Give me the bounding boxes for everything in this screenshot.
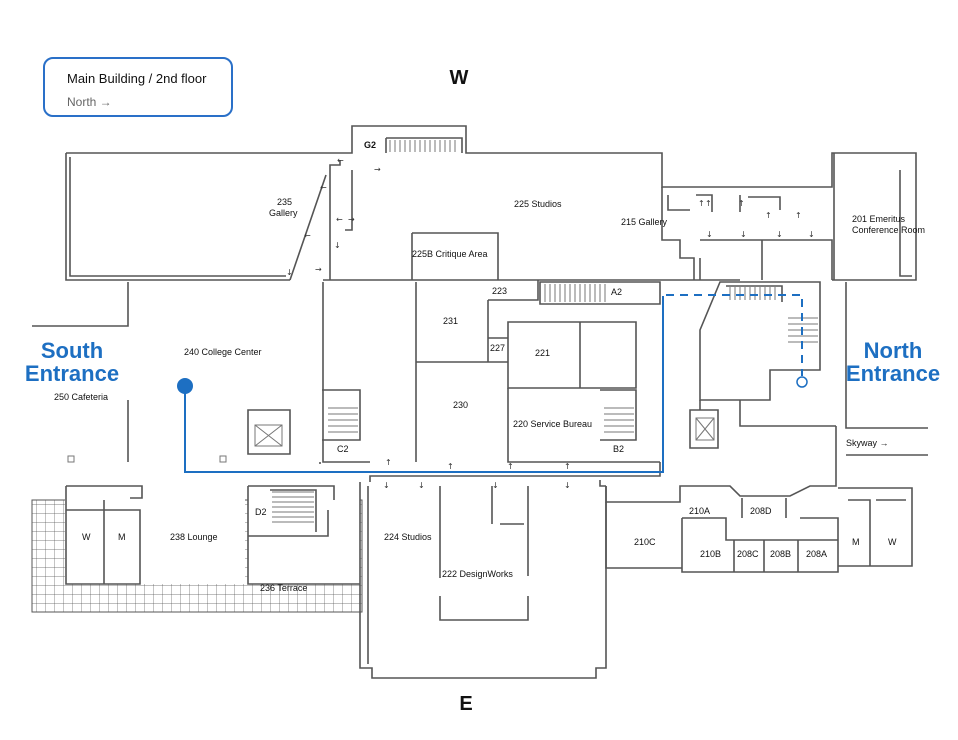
svg-text:↑: ↑	[447, 462, 454, 471]
arrows: ←→← ←→← ↓→↓ ↑↑↑ ↑↓↓ ↓↓ ↓↓↓ ↓↑↑ ↑↑↑	[286, 156, 815, 490]
room-c2: C2	[337, 444, 349, 454]
south-entrance-line2: Entrance	[25, 361, 119, 386]
room-236: 236 Terrace	[260, 583, 307, 593]
room-238: 238 Lounge	[170, 532, 218, 542]
svg-text:↓: ↓	[383, 481, 390, 490]
route-south	[184, 296, 664, 473]
room-201-line1: 201 Emeritus	[852, 214, 906, 224]
room-208b: 208B	[770, 549, 791, 559]
route-north	[666, 294, 803, 376]
room-210a: 210A	[689, 506, 710, 516]
walls	[32, 125, 928, 679]
svg-text:↓: ↓	[492, 481, 499, 490]
skyway-label: Skyway →	[846, 438, 889, 448]
room-225: 225 Studios	[514, 199, 562, 209]
svg-text:←: ←	[304, 231, 311, 240]
room-227: 227	[490, 343, 505, 353]
floor-title: Main Building / 2nd floor	[67, 71, 207, 86]
svg-text:↓: ↓	[776, 230, 783, 239]
room-222: 222 DesignWorks	[442, 569, 513, 579]
svg-text:→: →	[315, 265, 322, 274]
room-labels: G2 235 Gallery 225 Studios 215 Gallery 2…	[54, 140, 925, 593]
restroom-m-south: M	[118, 532, 126, 542]
svg-text:→: →	[374, 165, 381, 174]
room-208a: 208A	[806, 549, 827, 559]
north-entrance-line1: North	[864, 338, 923, 363]
route-start-marker[interactable]	[177, 378, 193, 394]
direction-west: W	[450, 67, 469, 89]
room-220: 220 Service Bureau	[513, 419, 592, 429]
svg-text:←: ←	[336, 215, 343, 224]
svg-text:↓: ↓	[706, 230, 713, 239]
room-235-number: 235	[277, 197, 292, 207]
svg-text:↓: ↓	[418, 481, 425, 490]
svg-text:↓: ↓	[808, 230, 815, 239]
restroom-w-north: W	[888, 537, 897, 547]
room-208d: 208D	[750, 506, 772, 516]
route-end-marker[interactable]	[796, 376, 808, 388]
room-215: 215 Gallery	[621, 217, 668, 227]
orientation-note: North →	[67, 95, 112, 109]
room-g2: G2	[364, 140, 376, 150]
room-250: 250 Cafeteria	[54, 392, 108, 402]
room-b2: B2	[613, 444, 624, 454]
room-a2: A2	[611, 287, 622, 297]
room-201-line2: Conference Room	[852, 225, 925, 235]
svg-text:→: →	[348, 215, 355, 224]
room-210b: 210B	[700, 549, 721, 559]
svg-text:↑: ↑	[507, 462, 514, 471]
svg-text:↓: ↓	[740, 230, 747, 239]
room-225b: 225B Critique Area	[412, 249, 488, 259]
svg-text:↑: ↑	[765, 211, 772, 220]
svg-text:↓: ↓	[334, 241, 341, 250]
direction-east: E	[459, 693, 472, 715]
svg-text:↑: ↑	[698, 199, 705, 208]
room-231: 231	[443, 316, 458, 326]
svg-text:↑: ↑	[738, 199, 745, 208]
svg-text:↑: ↑	[385, 458, 392, 467]
room-221: 221	[535, 348, 550, 358]
south-entrance-line1: South	[41, 338, 103, 363]
svg-text:↑: ↑	[795, 211, 802, 220]
svg-text:↓: ↓	[286, 268, 293, 277]
svg-text:←: ←	[320, 183, 327, 192]
floor-info-box: Main Building / 2nd floor North →	[43, 57, 233, 117]
room-223: 223	[492, 286, 507, 296]
room-210c: 210C	[634, 537, 656, 547]
room-240: 240 College Center	[184, 347, 262, 357]
room-230: 230	[453, 400, 468, 410]
svg-text:↑: ↑	[705, 199, 712, 208]
svg-text:↓: ↓	[564, 481, 571, 490]
restroom-m-north: M	[852, 537, 860, 547]
room-224: 224 Studios	[384, 532, 432, 542]
restroom-w-south: W	[82, 532, 91, 542]
north-entrance-line2: Entrance	[846, 361, 940, 386]
room-d2: D2	[255, 507, 267, 517]
svg-text:↑: ↑	[564, 462, 571, 471]
svg-text:←: ←	[337, 156, 344, 165]
room-208c: 208C	[737, 549, 759, 559]
room-235-name: Gallery	[269, 208, 298, 218]
